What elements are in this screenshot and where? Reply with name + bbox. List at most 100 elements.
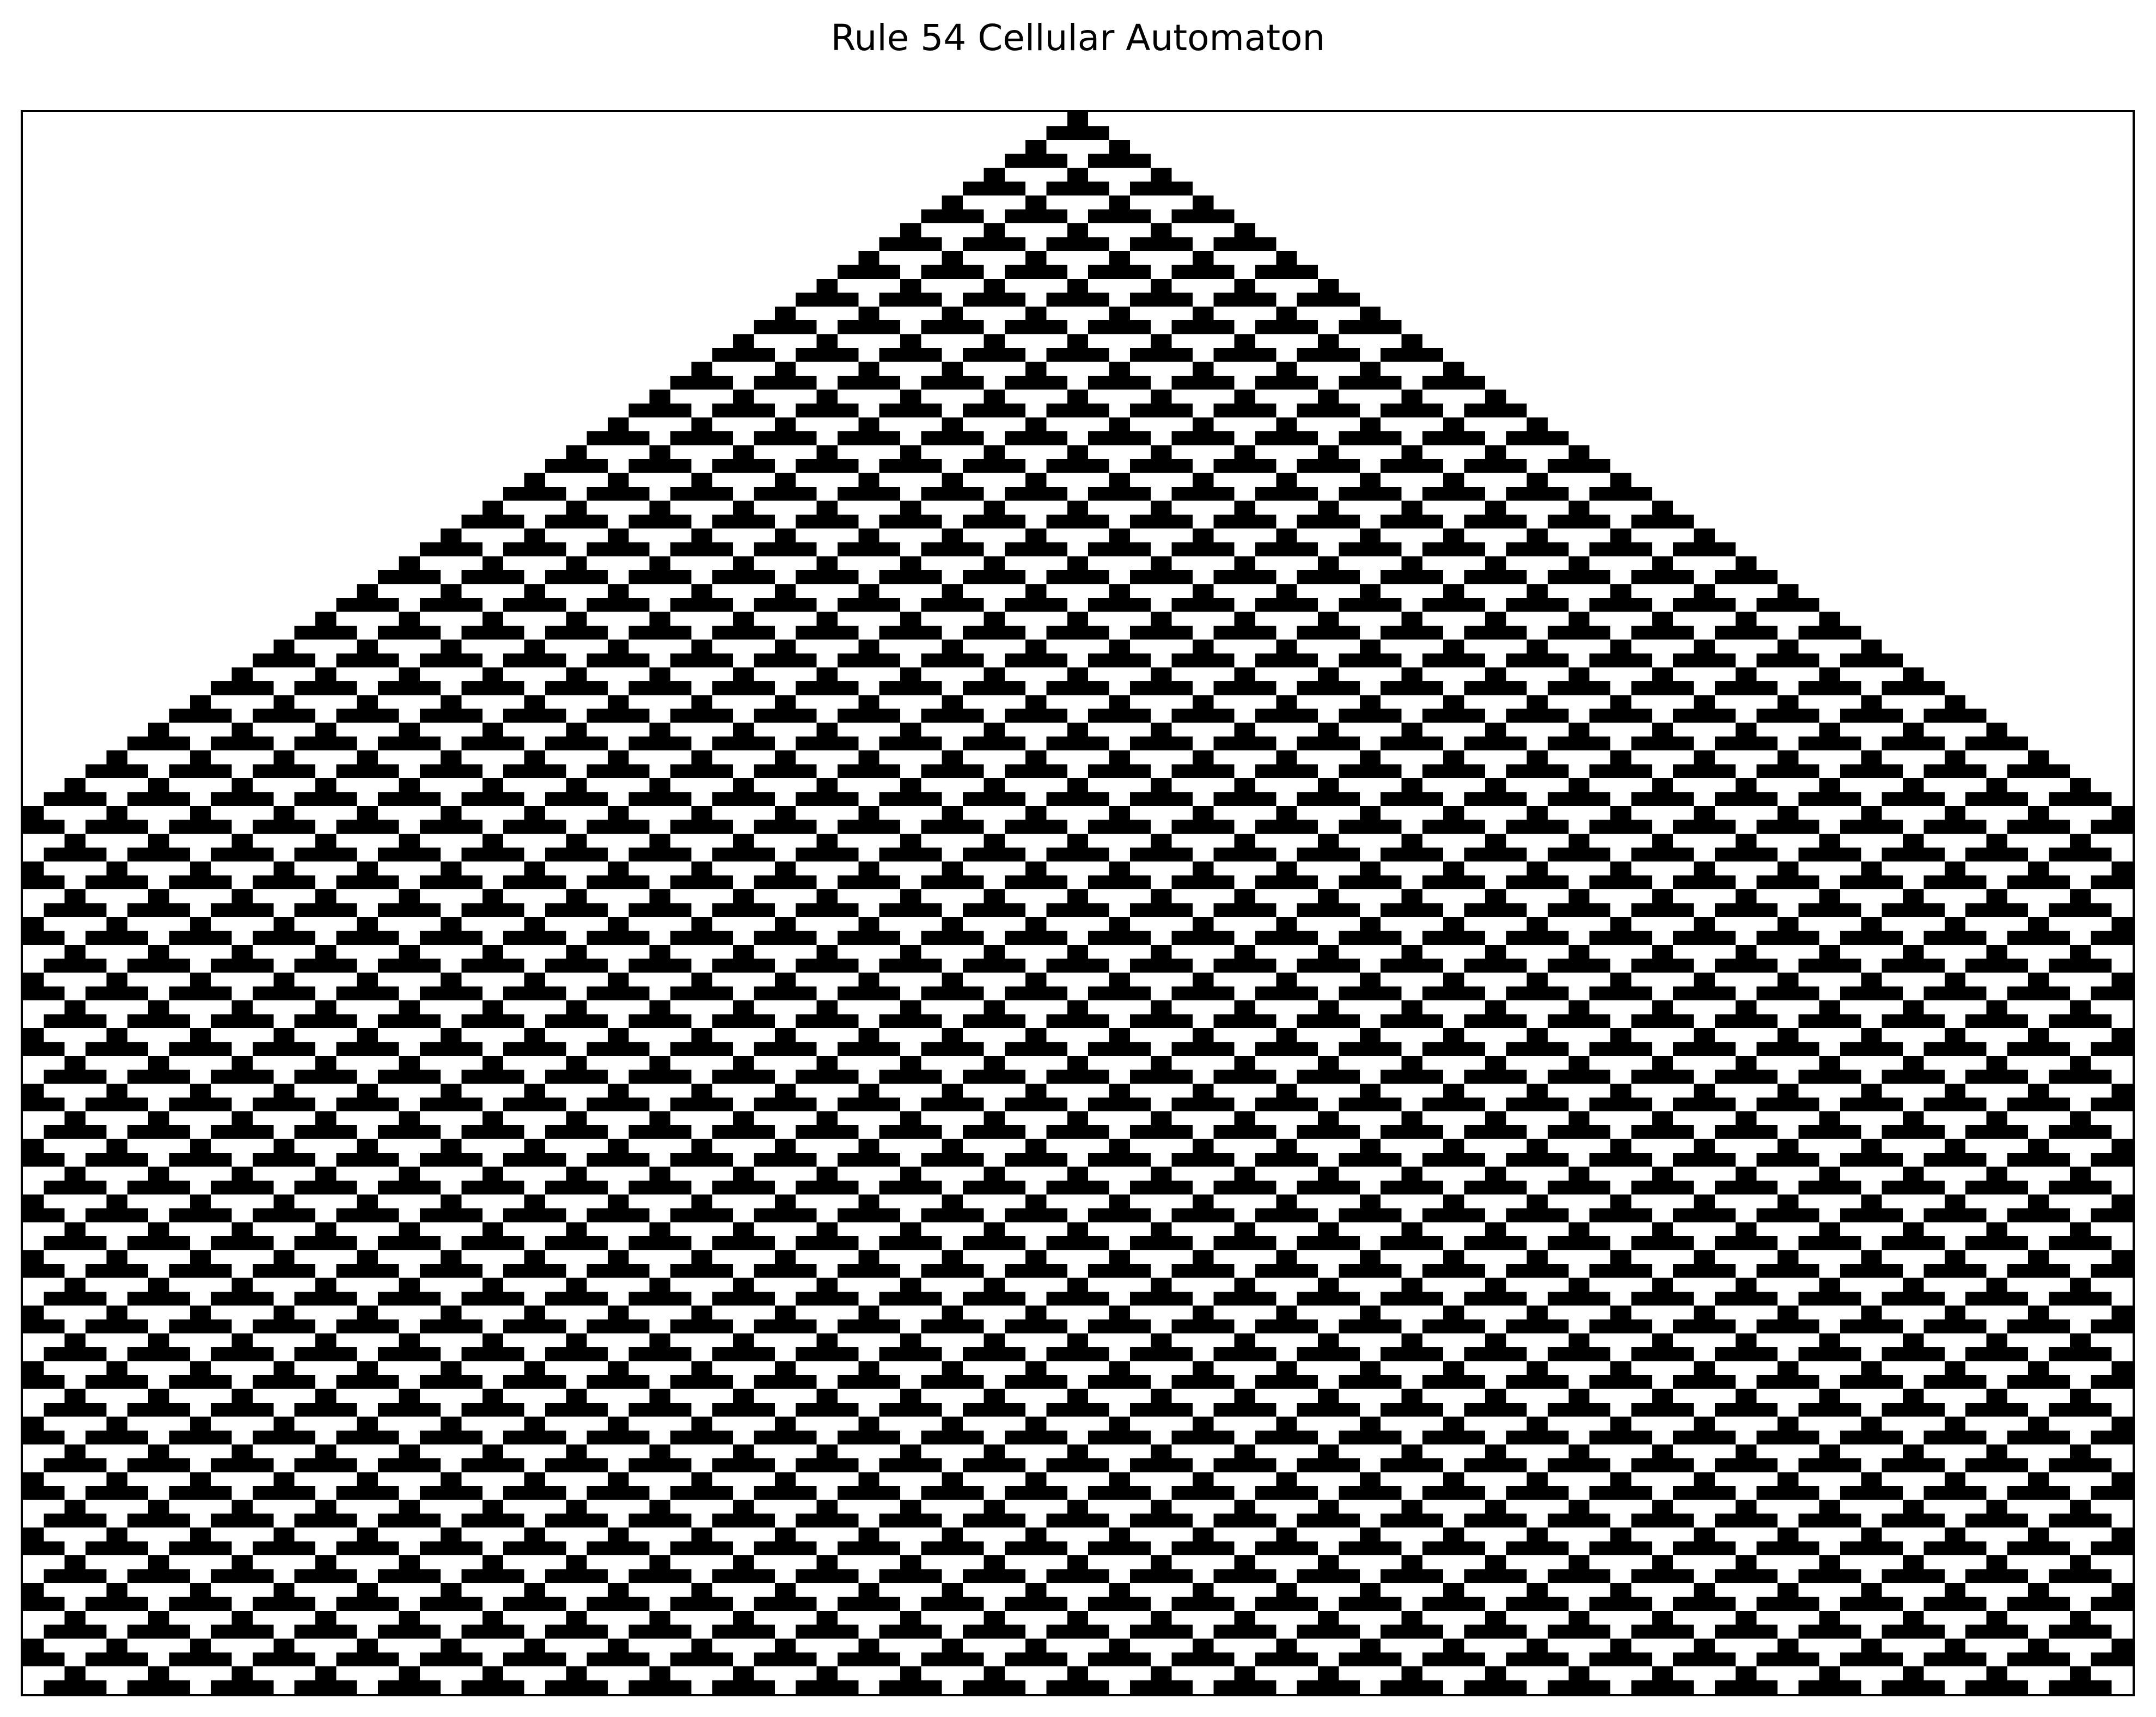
live-cell-run bbox=[1526, 806, 1548, 820]
live-cell-run bbox=[1777, 1639, 1799, 1653]
live-cell-run bbox=[211, 792, 274, 806]
live-cell-run bbox=[984, 1000, 1005, 1015]
live-cell-run bbox=[524, 1028, 545, 1042]
live-cell-run bbox=[378, 570, 441, 584]
live-cell-run bbox=[796, 459, 859, 473]
live-cell-run bbox=[1359, 1250, 1381, 1264]
live-cell-run bbox=[1568, 1389, 1590, 1403]
live-cell-run bbox=[2007, 1042, 2070, 1056]
live-cell-run bbox=[1297, 404, 1360, 418]
live-cell-run bbox=[1151, 723, 1172, 737]
live-cell-run bbox=[169, 1097, 232, 1111]
live-cell-run bbox=[1652, 556, 1674, 570]
live-cell-run bbox=[1255, 986, 1318, 1000]
live-cell-run bbox=[1339, 764, 1402, 779]
live-cell-run bbox=[1129, 181, 1193, 195]
live-cell-run bbox=[1756, 653, 1819, 668]
live-cell-run bbox=[1631, 1014, 1694, 1028]
live-cell-run bbox=[796, 792, 859, 806]
live-cell-run bbox=[1610, 861, 1632, 876]
live-cell-run bbox=[566, 1166, 587, 1181]
live-cell-run bbox=[1714, 1070, 1778, 1084]
live-cell-run bbox=[1526, 1527, 1548, 1542]
live-cell-run bbox=[984, 1389, 1005, 1403]
live-cell-run bbox=[1004, 1153, 1067, 1167]
live-cell-run bbox=[357, 1416, 378, 1431]
live-cell-run bbox=[587, 1652, 650, 1667]
live-cell-run bbox=[1923, 820, 1987, 834]
live-cell-run bbox=[921, 820, 984, 834]
live-cell-run bbox=[879, 237, 942, 251]
live-cell-run bbox=[1088, 1264, 1151, 1278]
live-cell-run bbox=[127, 1680, 190, 1694]
live-cell-run bbox=[1652, 1611, 1674, 1625]
live-cell-run bbox=[628, 1014, 692, 1028]
live-cell-run bbox=[1568, 500, 1590, 515]
live-cell-run bbox=[1234, 500, 1256, 515]
live-cell-run bbox=[1923, 1374, 1987, 1389]
live-cell-run bbox=[482, 1389, 504, 1403]
live-cell-run bbox=[670, 653, 734, 668]
live-cell-run bbox=[984, 1222, 1005, 1237]
live-cell-run bbox=[1443, 528, 1464, 542]
live-cell-run bbox=[1171, 1264, 1235, 1278]
live-cell-run bbox=[1756, 1652, 1819, 1667]
live-cell-run bbox=[2069, 1333, 2091, 1347]
live-cell-run bbox=[754, 1153, 817, 1167]
live-cell-run bbox=[754, 1597, 817, 1611]
live-cell-run bbox=[733, 389, 754, 404]
live-cell-run bbox=[357, 1583, 378, 1597]
live-cell-run bbox=[1088, 875, 1151, 890]
live-cell-run bbox=[1234, 723, 1256, 737]
live-cell-run bbox=[921, 708, 984, 723]
live-cell-run bbox=[419, 1374, 482, 1389]
live-cell-run bbox=[754, 431, 817, 445]
live-cell-run bbox=[1694, 916, 1715, 931]
live-cell-run bbox=[879, 1402, 942, 1417]
live-cell-run bbox=[1401, 389, 1422, 404]
live-cell-run bbox=[1861, 1361, 1882, 1375]
live-cell-run bbox=[816, 889, 838, 903]
live-cell-run bbox=[106, 1416, 127, 1431]
live-cell-run bbox=[774, 861, 796, 876]
live-cell-run bbox=[1568, 1000, 1590, 1015]
live-cell-run bbox=[1192, 972, 1214, 987]
live-cell-run bbox=[566, 556, 587, 570]
live-cell-run bbox=[1234, 1055, 1256, 1070]
live-cell-run bbox=[921, 986, 984, 1000]
live-cell-run bbox=[357, 916, 378, 931]
live-cell-run bbox=[754, 376, 817, 390]
live-cell-run bbox=[1297, 570, 1360, 584]
live-cell-run bbox=[1443, 1472, 1464, 1486]
live-cell-run bbox=[1485, 1111, 1506, 1126]
live-cell-run bbox=[1067, 778, 1089, 792]
live-cell-run bbox=[1381, 1624, 1444, 1639]
live-cell-run bbox=[1631, 1070, 1694, 1084]
live-cell-run bbox=[273, 1361, 295, 1375]
live-cell-run bbox=[1506, 1541, 1569, 1556]
live-cell-run bbox=[649, 1389, 671, 1403]
live-cell-run bbox=[1986, 778, 2007, 792]
live-cell-run bbox=[231, 667, 253, 681]
live-cell-run bbox=[1109, 1194, 1130, 1209]
live-cell-run bbox=[984, 778, 1005, 792]
live-cell-run bbox=[211, 1402, 274, 1417]
live-cell-run bbox=[1965, 1125, 2029, 1139]
live-cell-run bbox=[1903, 778, 1924, 792]
live-cell-run bbox=[482, 1166, 504, 1181]
live-cell-run bbox=[1297, 1236, 1360, 1250]
live-cell-run bbox=[1401, 1389, 1422, 1403]
live-cell-run bbox=[1359, 417, 1381, 432]
live-cell-run bbox=[2007, 1597, 2070, 1611]
live-cell-run bbox=[1422, 1042, 1485, 1056]
live-cell-run bbox=[1025, 1083, 1047, 1098]
live-cell-run bbox=[545, 625, 608, 640]
live-cell-run bbox=[1714, 1236, 1778, 1250]
live-cell-run bbox=[524, 1472, 545, 1486]
live-cell-run bbox=[670, 986, 734, 1000]
live-cell-run bbox=[1025, 1472, 1047, 1486]
live-cell-run bbox=[545, 792, 608, 806]
live-cell-run bbox=[524, 1361, 545, 1375]
live-cell-run bbox=[211, 681, 274, 695]
live-cell-run bbox=[942, 806, 963, 820]
